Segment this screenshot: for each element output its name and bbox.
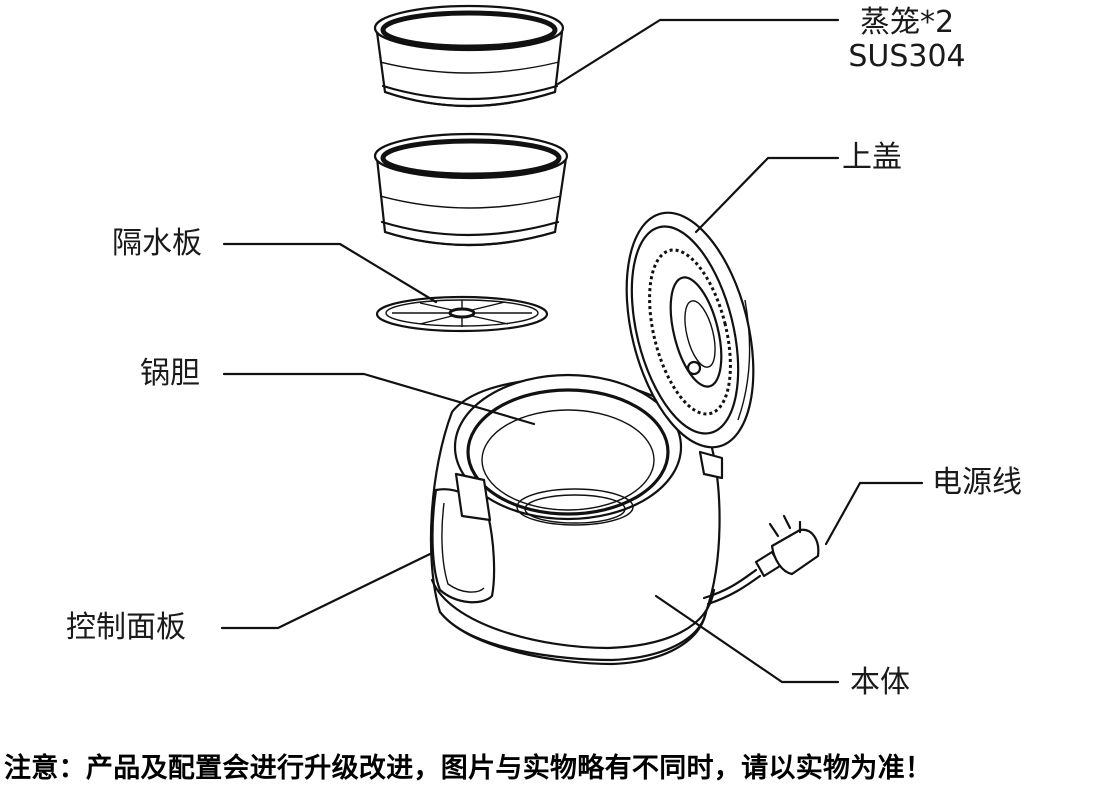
notice-text: 注意：产品及配置会进行升级改进，图片与实物略有不同时，请以实物为准！	[4, 753, 933, 784]
leader-control-panel	[220, 552, 432, 630]
label-steamer-material: SUS304	[848, 39, 966, 74]
water-separator-plate	[375, 295, 549, 333]
open-lid	[625, 211, 755, 449]
steamer-basket-top	[373, 4, 565, 108]
leader-steamer	[556, 18, 840, 86]
leader-lid	[694, 156, 840, 234]
leader-water-plate	[222, 242, 438, 304]
leader-inner-pot	[222, 372, 536, 426]
label-body: 本体	[850, 665, 910, 700]
label-steamer-name: 蒸笼*2	[859, 5, 955, 40]
label-water-plate: 隔水板	[112, 226, 202, 261]
label-power-cord: 电源线	[932, 465, 1022, 500]
label-inner-pot: 锅胆	[140, 356, 200, 391]
leader-lines	[220, 18, 924, 684]
label-steamer: 蒸笼*2 SUS304	[832, 6, 982, 74]
label-control-panel: 控制面板	[66, 610, 186, 645]
steamer-basket-bottom	[373, 132, 569, 247]
power-cord	[702, 514, 820, 606]
cooker-body	[429, 373, 724, 666]
leader-body	[654, 594, 840, 684]
leader-power-cord	[824, 481, 924, 546]
label-lid: 上盖	[842, 140, 902, 175]
